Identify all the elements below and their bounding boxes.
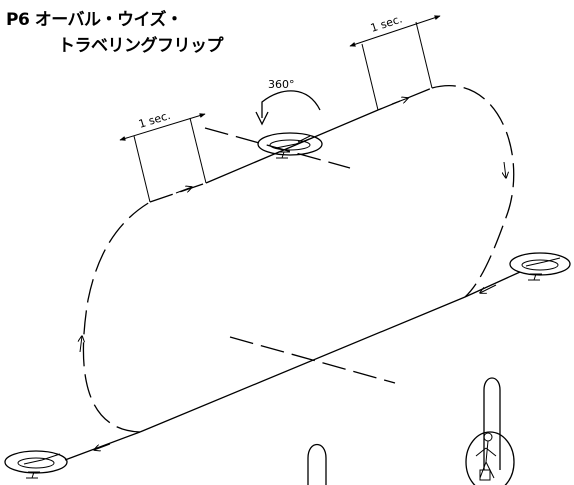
rotation-annotation: 360° bbox=[255, 78, 321, 126]
bracket-dimension-line bbox=[349, 15, 441, 47]
bracket-tick bbox=[133, 135, 151, 203]
center-reference-lines bbox=[204, 127, 396, 384]
timing-bracket-right: 1 sec. bbox=[349, 12, 441, 111]
pole-icon bbox=[307, 443, 327, 485]
center-line-horizontal bbox=[229, 336, 396, 384]
direction-arrow-icon bbox=[175, 187, 192, 194]
bottom-path-segment bbox=[139, 296, 466, 433]
bracket-tick bbox=[189, 117, 207, 184]
top-path-segment-right bbox=[377, 87, 433, 111]
title-line-1: P6 オーバル・ウイズ・ bbox=[6, 10, 183, 30]
flight-path bbox=[64, 85, 521, 461]
bracket-tick bbox=[415, 21, 433, 89]
pole-icon bbox=[483, 377, 501, 470]
rotation-arrow-head bbox=[255, 111, 269, 126]
rotation-arrow-icon bbox=[261, 90, 321, 118]
top-path-segment-middle bbox=[205, 109, 379, 184]
top-path-segment-left bbox=[149, 182, 207, 203]
reference-poles bbox=[307, 377, 515, 485]
direction-arrow-icon bbox=[480, 284, 497, 293]
direction-arrow-icon bbox=[94, 443, 111, 450]
bracket-dimension-line bbox=[119, 113, 206, 141]
title-line-2: トラベリングフリップ bbox=[58, 36, 224, 56]
pilot-icon bbox=[475, 432, 497, 481]
bracket-tick bbox=[361, 43, 379, 111]
timing-label-right: 1 sec. bbox=[369, 12, 404, 34]
helicopter-icon bbox=[4, 450, 68, 479]
rotation-label: 360° bbox=[268, 78, 295, 91]
helicopter-icon bbox=[509, 252, 571, 281]
timing-label-left: 1 sec. bbox=[137, 109, 172, 131]
right-turn-path bbox=[431, 85, 515, 298]
helicopter-icon bbox=[257, 132, 323, 159]
direction-arrow-icon bbox=[80, 336, 82, 353]
pilot-circle bbox=[465, 431, 515, 485]
entry-path bbox=[464, 271, 521, 298]
direction-arrows bbox=[80, 98, 506, 450]
direction-arrow-icon bbox=[504, 161, 506, 178]
left-turn-path bbox=[82, 201, 151, 433]
exit-path bbox=[64, 431, 141, 461]
direction-arrow-icon bbox=[391, 98, 408, 105]
